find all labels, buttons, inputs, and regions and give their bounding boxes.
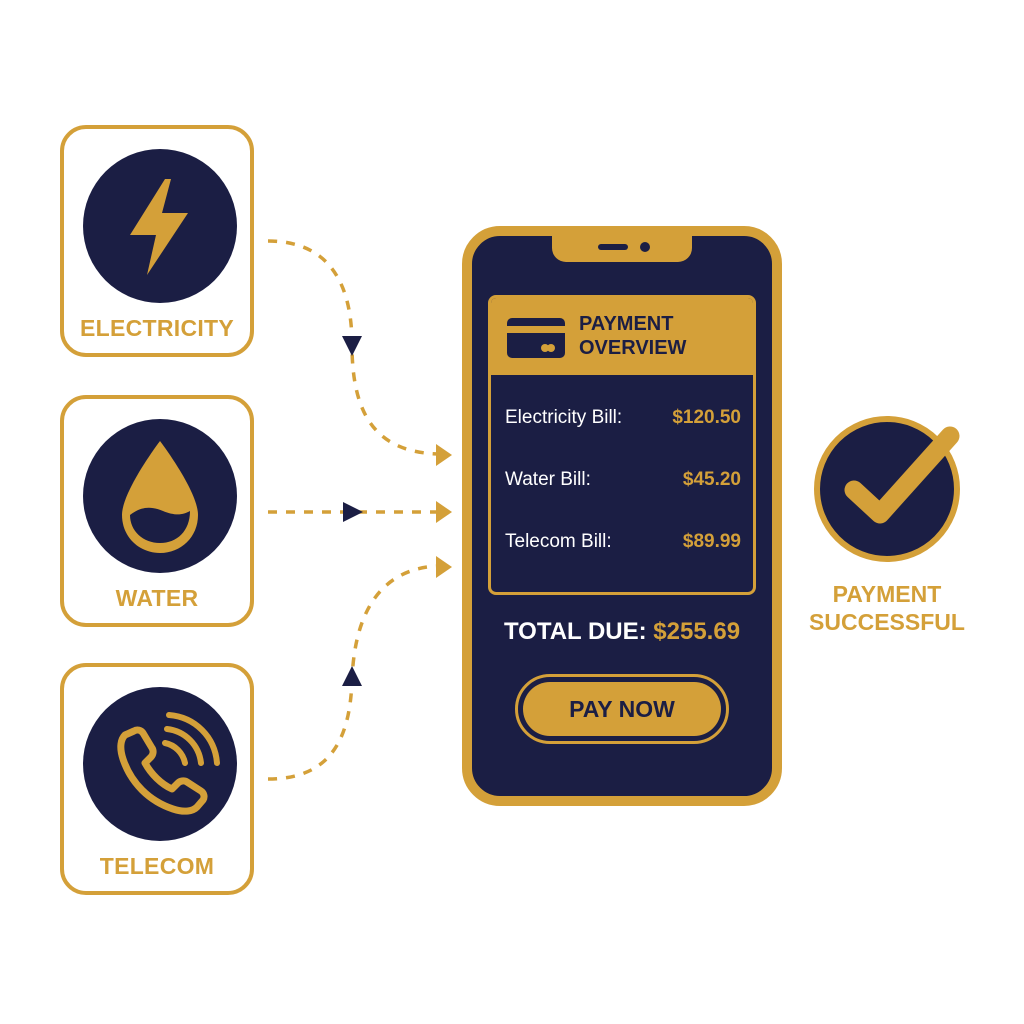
phone-signal-icon bbox=[117, 712, 220, 815]
total-due-row: TOTAL DUE: $255.69 bbox=[472, 618, 772, 646]
arrowhead-electricity-end bbox=[436, 444, 452, 466]
speaker-icon bbox=[598, 244, 628, 250]
water-drop-icon bbox=[122, 441, 198, 553]
water-icon-circle bbox=[83, 419, 237, 573]
payment-successful-label: PAYMENT SUCCESSFUL bbox=[780, 580, 994, 636]
check-circle-icon bbox=[814, 416, 960, 562]
electricity-icon-circle bbox=[83, 149, 237, 303]
bill-label: Water Bill: bbox=[505, 469, 591, 490]
bill-amount: $89.99 bbox=[682, 531, 741, 552]
connector-electricity bbox=[267, 239, 439, 456]
arrowhead-water-end bbox=[436, 501, 452, 523]
payment-overview-panel: PAYMENT OVERVIEW Electricity Bill: $120.… bbox=[488, 295, 756, 595]
electricity-label: ELECTRICITY bbox=[79, 315, 235, 341]
success-line-2: SUCCESSFUL bbox=[809, 609, 965, 635]
arrowhead-telecom-end bbox=[436, 556, 452, 578]
bill-amount: $120.50 bbox=[672, 407, 741, 428]
bill-label: Telecom Bill: bbox=[505, 531, 612, 552]
telecom-icon-circle bbox=[83, 687, 237, 841]
total-due-amount: $255.69 bbox=[653, 618, 741, 645]
arrowhead-electricity-mid bbox=[342, 336, 362, 356]
lightning-bolt-icon bbox=[130, 179, 188, 275]
camera-icon bbox=[640, 242, 650, 252]
phone-device: PAYMENT OVERVIEW Electricity Bill: $120.… bbox=[462, 226, 782, 806]
arrowhead-telecom-mid bbox=[342, 666, 362, 686]
phone-notch bbox=[552, 234, 692, 262]
bill-row-water: Water Bill: $45.20 bbox=[505, 467, 741, 495]
pay-now-button[interactable]: PAY NOW bbox=[515, 674, 729, 744]
pay-now-label: PAY NOW bbox=[523, 682, 721, 736]
electricity-card: ELECTRICITY bbox=[60, 125, 254, 357]
bill-label: Electricity Bill: bbox=[505, 407, 623, 428]
bill-amount: $45.20 bbox=[682, 469, 741, 490]
arrowhead-water-mid bbox=[343, 502, 363, 522]
success-line-1: PAYMENT bbox=[832, 581, 942, 607]
telecom-label: TELECOM bbox=[99, 853, 215, 879]
connector-telecom bbox=[267, 564, 439, 781]
telecom-card: TELECOM bbox=[60, 663, 254, 895]
payment-overview-title: PAYMENT OVERVIEW bbox=[579, 313, 687, 359]
bill-row-electricity: Electricity Bill: $120.50 bbox=[505, 405, 741, 433]
water-card: WATER bbox=[60, 395, 254, 627]
bill-row-telecom: Telecom Bill: $89.99 bbox=[505, 529, 741, 557]
total-due-label: TOTAL DUE: bbox=[503, 618, 647, 645]
credit-card-icon bbox=[507, 318, 565, 358]
payment-overview-header: PAYMENT OVERVIEW bbox=[491, 298, 753, 375]
water-label: WATER bbox=[115, 585, 199, 611]
